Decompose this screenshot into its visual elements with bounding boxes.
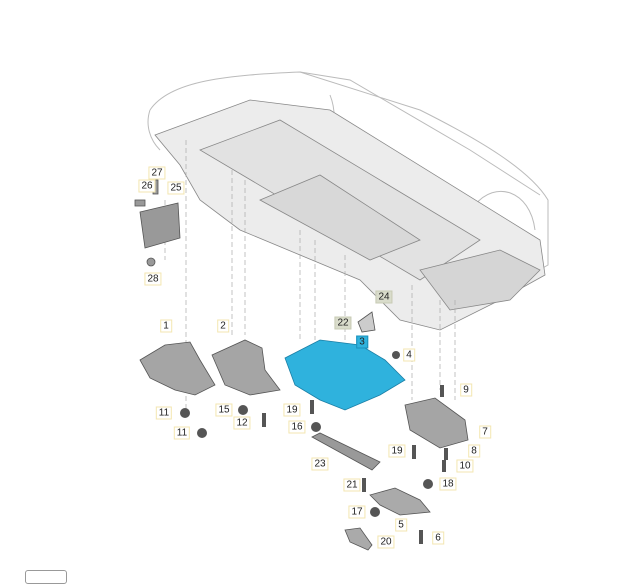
part-label-3[interactable]: 3 bbox=[356, 335, 368, 349]
part-2-panel bbox=[211, 339, 281, 396]
part-label-1[interactable]: 1 bbox=[160, 319, 172, 333]
part-label-27[interactable]: 27 bbox=[148, 166, 166, 180]
part-3-panel-highlighted bbox=[284, 339, 406, 411]
part-label-26[interactable]: 26 bbox=[138, 179, 156, 193]
part-label-23[interactable]: 23 bbox=[311, 457, 329, 471]
part-label-2[interactable]: 2 bbox=[217, 319, 229, 333]
fasteners bbox=[180, 351, 448, 544]
part-label-15[interactable]: 15 bbox=[215, 403, 233, 417]
part-label-5[interactable]: 5 bbox=[395, 518, 407, 532]
bottom-control[interactable] bbox=[25, 570, 67, 584]
part-label-21[interactable]: 21 bbox=[343, 478, 361, 492]
part-22-bracket bbox=[357, 311, 376, 333]
part-label-20[interactable]: 20 bbox=[377, 535, 395, 549]
part-label-4[interactable]: 4 bbox=[403, 348, 415, 362]
part-label-16[interactable]: 16 bbox=[288, 420, 306, 434]
part-28-nut bbox=[146, 257, 156, 267]
underbody-floor bbox=[154, 99, 546, 331]
part-label-10[interactable]: 10 bbox=[456, 459, 474, 473]
part-7-panel bbox=[404, 397, 469, 449]
part-1-panel bbox=[139, 341, 216, 396]
part-label-19a[interactable]: 19 bbox=[283, 403, 301, 417]
part-label-28[interactable]: 28 bbox=[144, 272, 162, 286]
part-label-22[interactable]: 22 bbox=[334, 316, 352, 330]
part-label-11b[interactable]: 11 bbox=[173, 426, 191, 440]
part-label-12[interactable]: 12 bbox=[233, 416, 251, 430]
part-label-6[interactable]: 6 bbox=[432, 531, 444, 545]
part-label-8[interactable]: 8 bbox=[468, 444, 480, 458]
part-5-bracket bbox=[369, 487, 431, 516]
part-23-strip bbox=[311, 432, 381, 471]
part-label-9[interactable]: 9 bbox=[460, 383, 472, 397]
part-label-17[interactable]: 17 bbox=[348, 505, 366, 519]
part-label-7[interactable]: 7 bbox=[479, 425, 491, 439]
part-label-25[interactable]: 25 bbox=[167, 181, 185, 195]
car-body-outline bbox=[147, 71, 549, 276]
part-label-19b[interactable]: 19 bbox=[388, 444, 406, 458]
part-label-18[interactable]: 18 bbox=[439, 477, 457, 491]
part-label-11a[interactable]: 11 bbox=[155, 406, 173, 420]
part-26-clip bbox=[134, 199, 146, 207]
part-20-bracket bbox=[344, 527, 373, 551]
part-label-24[interactable]: 24 bbox=[375, 290, 393, 304]
